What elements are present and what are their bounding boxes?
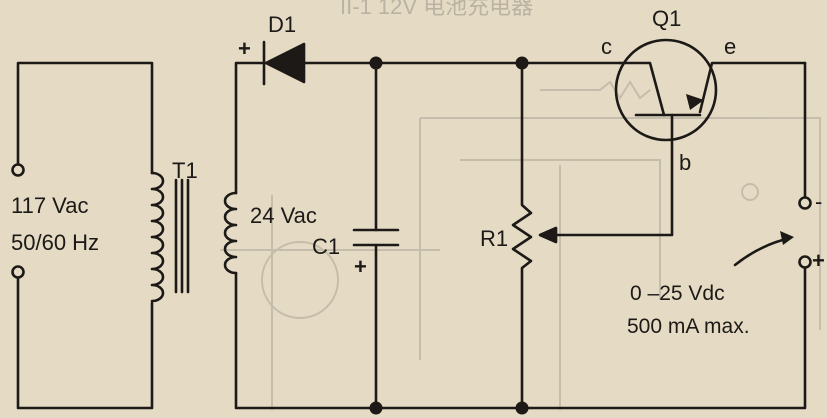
potentiometer-label: R1 — [480, 226, 509, 251]
capacitor-c1 — [352, 61, 400, 410]
output-pointer-arrow — [733, 236, 792, 267]
transformer-label: T1 — [172, 158, 198, 183]
emitter-label: e — [724, 34, 737, 59]
output-negative-label: - — [815, 189, 823, 214]
input-terminal-bottom — [11, 265, 154, 410]
output-range-label: 0 –25 Vdc — [630, 282, 725, 305]
transistor-label: Q1 — [652, 6, 682, 31]
secondary-voltage-label: 24 Vac — [250, 203, 317, 228]
output-positive-label: + — [812, 248, 825, 273]
output-terminal-positive — [798, 255, 812, 269]
base-label: b — [679, 150, 692, 175]
capacitor-label: C1 — [312, 234, 341, 259]
transformer-t1 — [150, 61, 524, 410]
junction-dots — [369, 56, 529, 415]
bleed-through-traces — [220, 80, 821, 410]
diode-label: D1 — [268, 12, 297, 37]
output-current-label: 500 mA max. — [627, 315, 750, 338]
transistor-q1 — [614, 38, 807, 142]
capacitor-plus-sign: + — [354, 254, 367, 279]
potentiometer-r1 — [511, 61, 674, 410]
collector-label: c — [601, 34, 612, 59]
diode-plus-sign: + — [238, 36, 251, 61]
output-terminal-negative — [798, 196, 812, 210]
input-frequency-label: 50/60 Hz — [11, 230, 100, 255]
input-terminal-top — [11, 61, 154, 177]
emitter-arrow — [686, 94, 704, 110]
bleed-through-header: II-1 12V 电池充电器 — [340, 0, 534, 19]
bottom-rail — [520, 266, 807, 410]
output-pointer-arrowhead — [780, 231, 794, 245]
input-voltage-label: 117 Vac — [11, 193, 89, 218]
diode-d1 — [262, 40, 306, 86]
